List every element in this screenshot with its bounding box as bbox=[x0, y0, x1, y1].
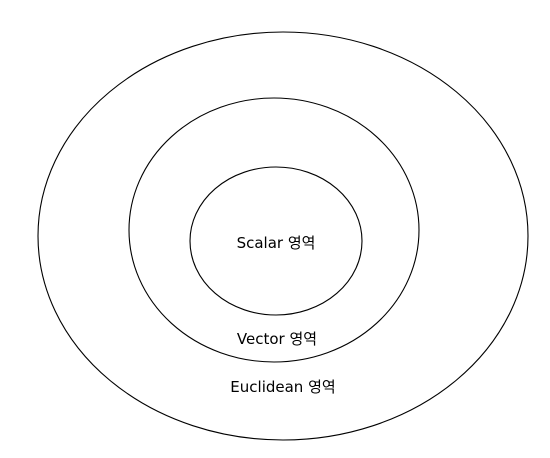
euclidean-region-label: Euclidean 영역 bbox=[230, 378, 335, 396]
scalar-region-ellipse bbox=[189, 166, 363, 316]
vector-region-label: Vector 영역 bbox=[237, 330, 317, 348]
vector-region-ellipse bbox=[128, 97, 420, 363]
euclidean-region-ellipse bbox=[37, 31, 529, 441]
scalar-region-label: Scalar 영역 bbox=[237, 234, 316, 252]
